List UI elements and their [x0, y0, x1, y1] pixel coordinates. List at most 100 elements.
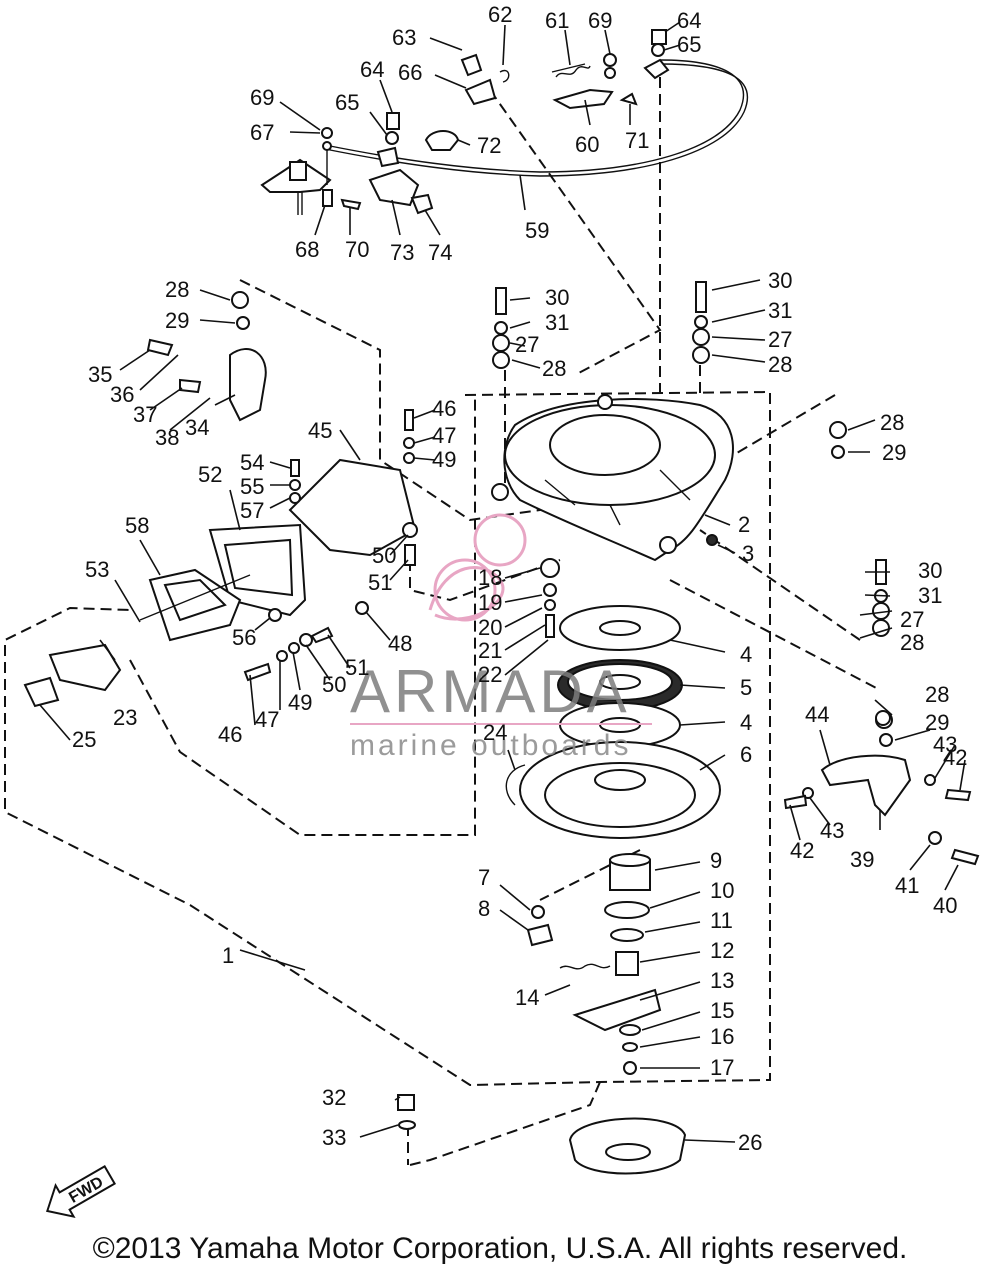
part-label-51: 51	[345, 655, 369, 680]
part-label-28c: 28	[880, 410, 904, 435]
part-label-12: 12	[710, 938, 734, 963]
part-label-6: 6	[740, 742, 752, 767]
starter-housing	[491, 394, 734, 562]
part-label-50b: 50	[372, 543, 396, 568]
part-label-4: 4	[740, 642, 752, 667]
part-label-58: 58	[125, 513, 149, 538]
part-label-43: 43	[933, 732, 957, 757]
part-label-26: 26	[738, 1130, 762, 1155]
part-label-39: 39	[850, 847, 874, 872]
part-label-37: 37	[133, 402, 157, 427]
part-label-51b: 51	[368, 570, 392, 595]
part-label-54: 54	[240, 450, 264, 475]
part-label-44: 44	[805, 702, 829, 727]
part-label-38: 38	[155, 425, 179, 450]
part-label-30b: 30	[768, 268, 792, 293]
part-label-65b: 65	[335, 90, 359, 115]
leader-lines	[39, 21, 966, 1143]
part-label-49b: 49	[432, 447, 456, 472]
part-label-65: 65	[677, 32, 701, 57]
part-label-74: 74	[428, 240, 452, 265]
part-label-71: 71	[625, 128, 649, 153]
part-labels: 1 2 3 4 5 4 6 7 8 9 10 11 12 13 14 15 16…	[72, 2, 967, 1155]
part-label-31c: 31	[918, 583, 942, 608]
part-label-11: 11	[710, 908, 733, 933]
part-label-3: 3	[742, 541, 754, 566]
lower-stack	[526, 853, 662, 1075]
part-label-55: 55	[240, 474, 264, 499]
part-label-42b: 42	[790, 838, 814, 863]
bottom-cup	[397, 1094, 687, 1175]
part-label-29: 29	[165, 308, 189, 333]
part-label-34: 34	[185, 415, 209, 440]
part-label-2: 2	[738, 512, 750, 537]
watermark-subtitle: marine outboards	[350, 729, 631, 762]
part-label-67: 67	[250, 120, 274, 145]
part-label-56: 56	[232, 625, 256, 650]
part-label-48: 48	[388, 631, 412, 656]
part-label-60: 60	[575, 132, 599, 157]
part-label-64: 64	[677, 8, 701, 33]
part-label-72: 72	[477, 133, 501, 158]
part-label-27b: 27	[768, 327, 792, 352]
part-label-28f: 28	[165, 277, 189, 302]
spring-pulley-stack	[505, 605, 721, 839]
part-label-64b: 64	[360, 57, 384, 82]
part-label-10: 10	[710, 878, 734, 903]
part-label-40: 40	[933, 893, 957, 918]
part-label-46b: 46	[432, 396, 456, 421]
watermark-brand: ARMADA	[350, 658, 631, 725]
part-label-68: 68	[295, 237, 319, 262]
assembly-boundaries	[4, 60, 881, 1166]
part-label-69b: 69	[588, 8, 612, 33]
part-label-62: 62	[488, 2, 512, 27]
part-label-49: 49	[288, 690, 312, 715]
part-label-61: 61	[545, 8, 569, 33]
part-label-50: 50	[322, 672, 346, 697]
part-label-16: 16	[710, 1024, 734, 1049]
part-label-70: 70	[345, 237, 369, 262]
copyright-notice: ©2013 Yamaha Motor Corporation, U.S.A. A…	[92, 1232, 908, 1265]
part-label-31b: 31	[768, 298, 792, 323]
part-label-66: 66	[398, 60, 422, 85]
part-label-18: 18	[478, 565, 502, 590]
part-label-29b: 29	[882, 440, 906, 465]
part-label-22: 22	[478, 662, 502, 687]
part-label-69: 69	[250, 85, 274, 110]
part-label-27c: 27	[900, 607, 924, 632]
part-label-27: 27	[515, 332, 539, 357]
part-label-41: 41	[895, 873, 919, 898]
part-label-35: 35	[88, 362, 112, 387]
part-label-30: 30	[545, 285, 569, 310]
part-label-46: 46	[218, 722, 242, 747]
part-label-33: 33	[322, 1125, 346, 1150]
part-label-4b: 4	[740, 710, 752, 735]
throttle-cable	[324, 59, 749, 177]
part-label-47: 47	[255, 707, 279, 732]
part-label-30c: 30	[918, 558, 942, 583]
part-label-19: 19	[478, 590, 502, 615]
part-label-28: 28	[542, 356, 566, 381]
part-label-47b: 47	[432, 423, 456, 448]
part-label-28e: 28	[925, 682, 949, 707]
part-label-52: 52	[198, 462, 222, 487]
part-label-1: 1	[222, 943, 234, 968]
part-label-53: 53	[85, 557, 109, 582]
part-label-21: 21	[478, 638, 502, 663]
part-label-28b: 28	[768, 352, 792, 377]
part-label-24: 24	[483, 720, 507, 745]
part-label-73: 73	[390, 240, 414, 265]
part-label-14: 14	[515, 985, 539, 1010]
watermark: ARMADA marine outboards	[350, 513, 652, 762]
part-label-13: 13	[710, 968, 734, 993]
part-label-25: 25	[72, 727, 96, 752]
part-label-32: 32	[322, 1085, 346, 1110]
part-label-45: 45	[308, 418, 332, 443]
part-label-42: 42	[943, 745, 967, 770]
part-label-17: 17	[710, 1055, 734, 1080]
part-label-7: 7	[478, 865, 490, 890]
part-label-8: 8	[478, 896, 490, 921]
fwd-arrow: FWD	[45, 1164, 117, 1219]
part-label-20: 20	[478, 615, 502, 640]
